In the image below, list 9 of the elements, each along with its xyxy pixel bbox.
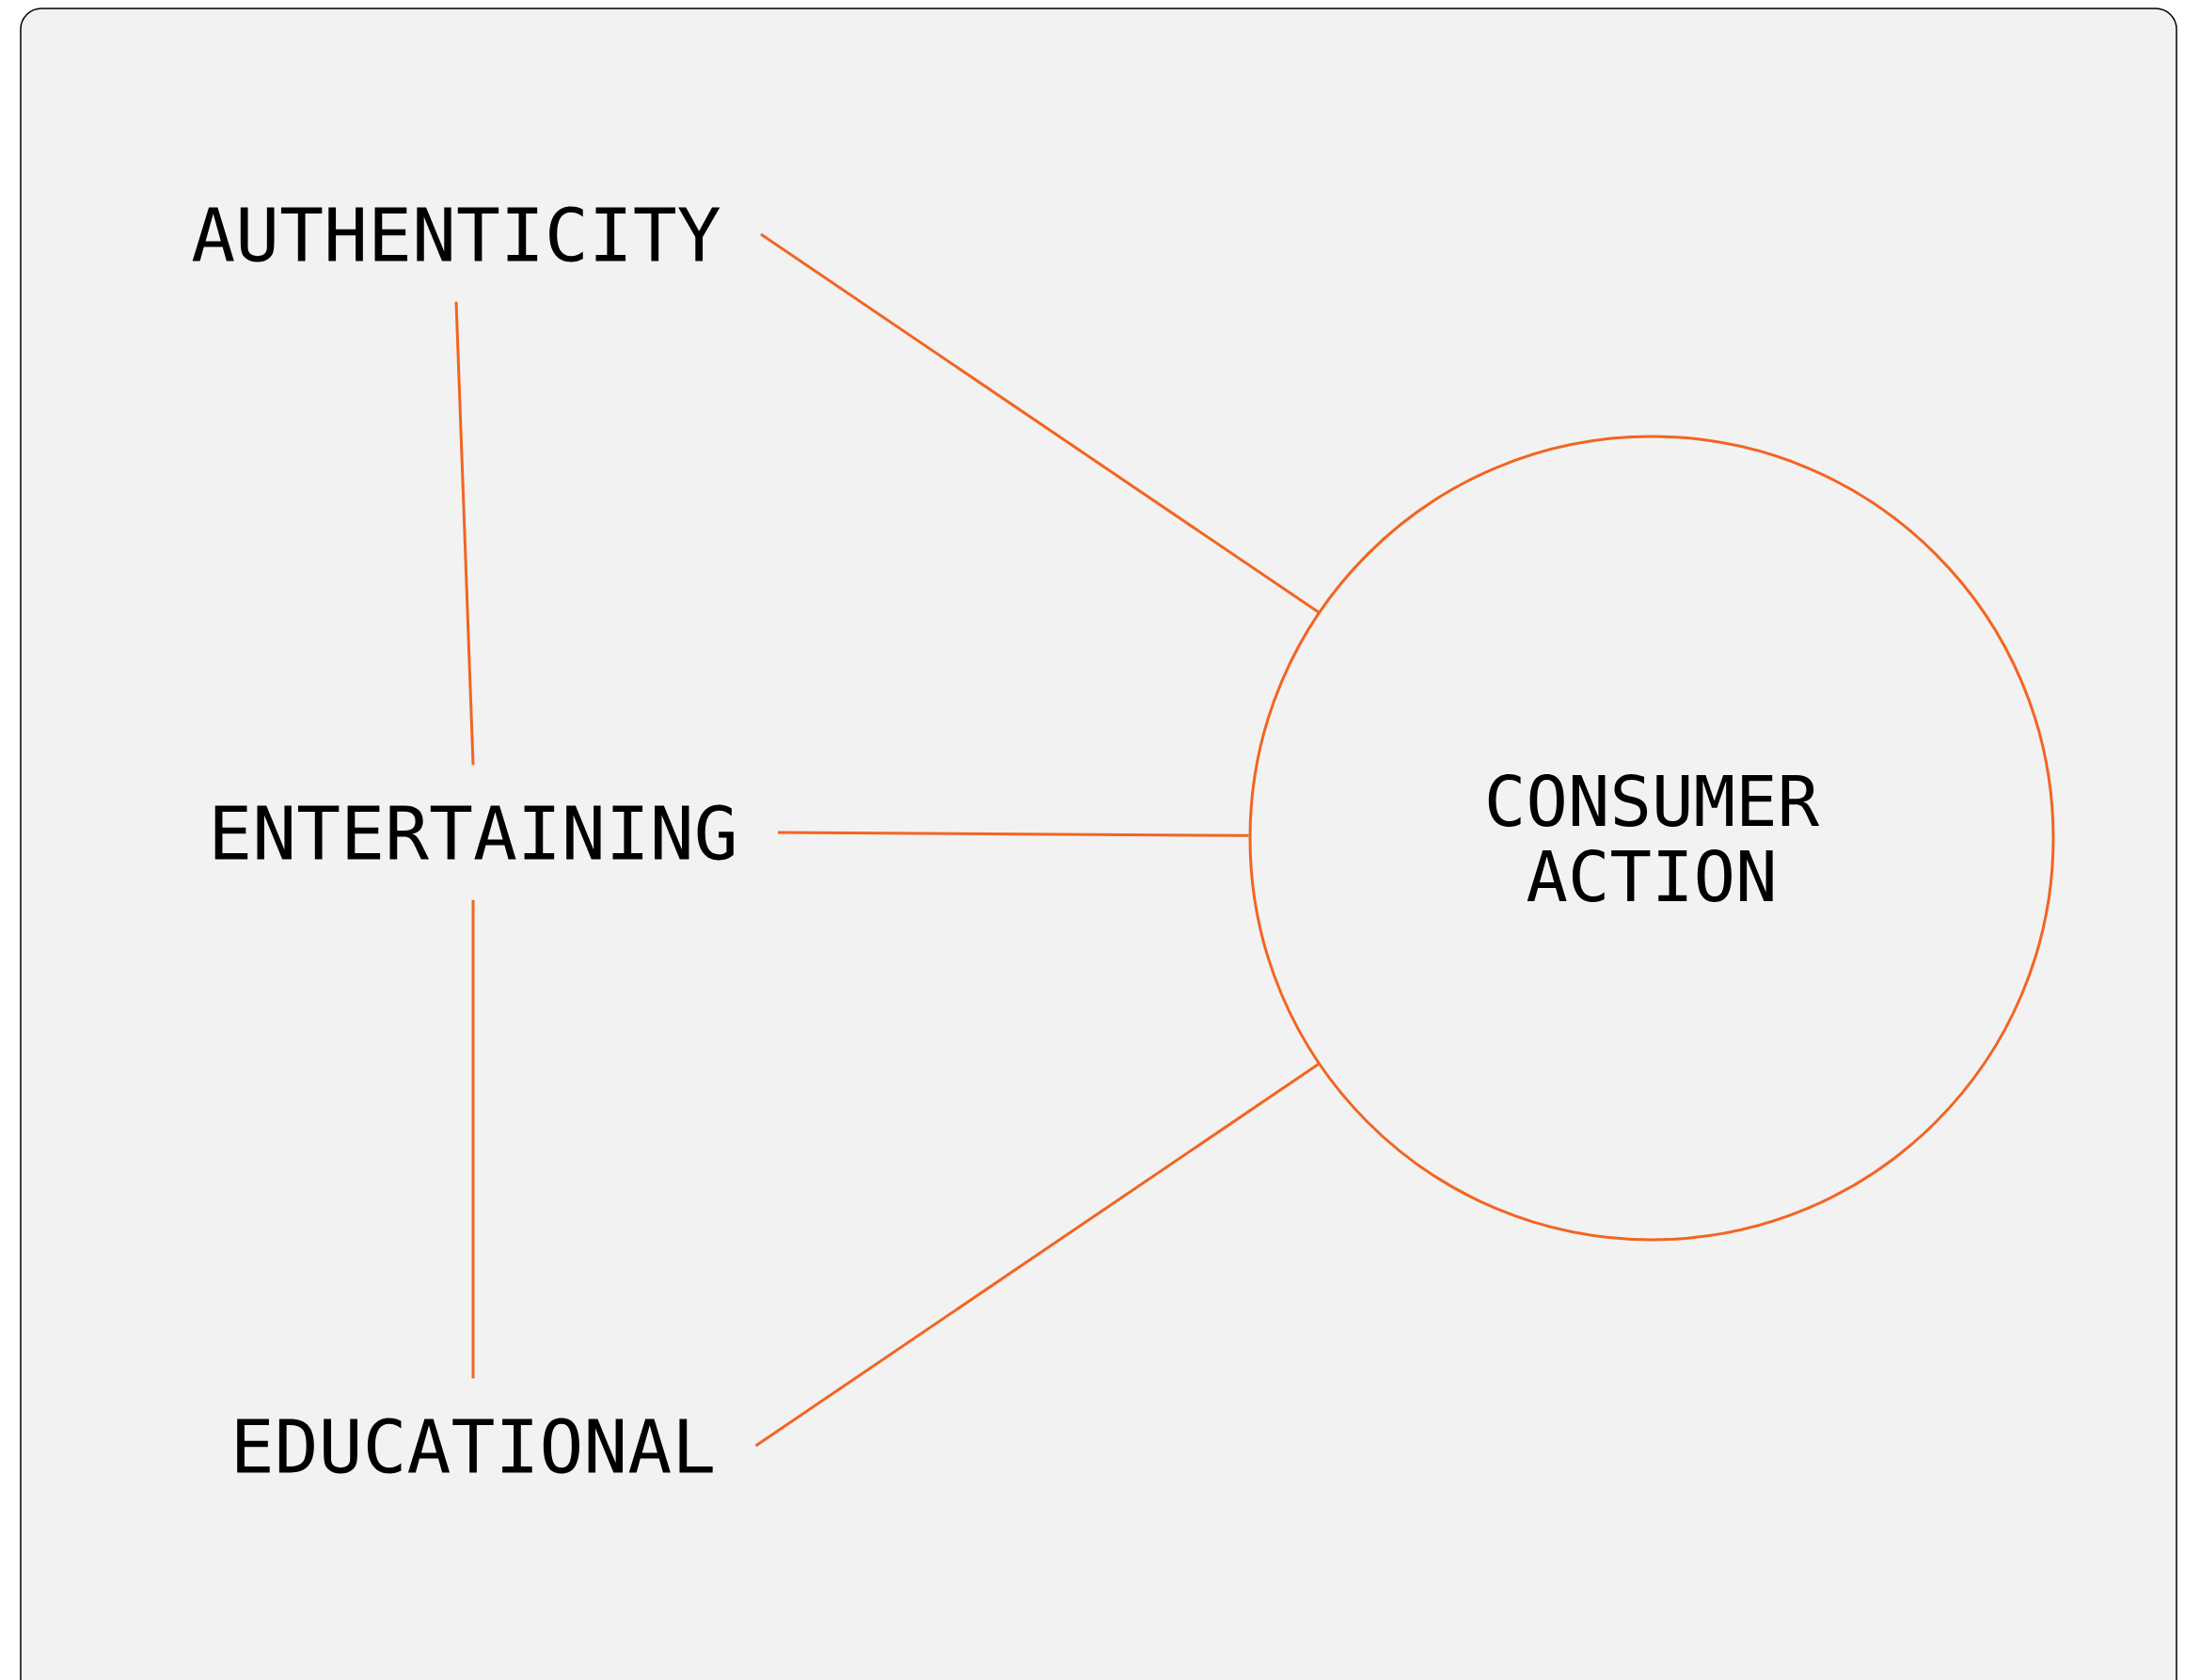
connector-line [754, 1063, 1320, 1448]
connector-line [454, 301, 475, 766]
circle-node: CONSUMER ACTION [1248, 435, 2055, 1242]
node-label: AUTHENTICITY [192, 206, 720, 262]
node-label: ENTERTAINING [214, 804, 734, 861]
connector-line [471, 899, 475, 1379]
connector-line [760, 232, 1320, 613]
node-label: EDUCATIONAL [237, 1418, 713, 1474]
connector-line [777, 831, 1249, 837]
